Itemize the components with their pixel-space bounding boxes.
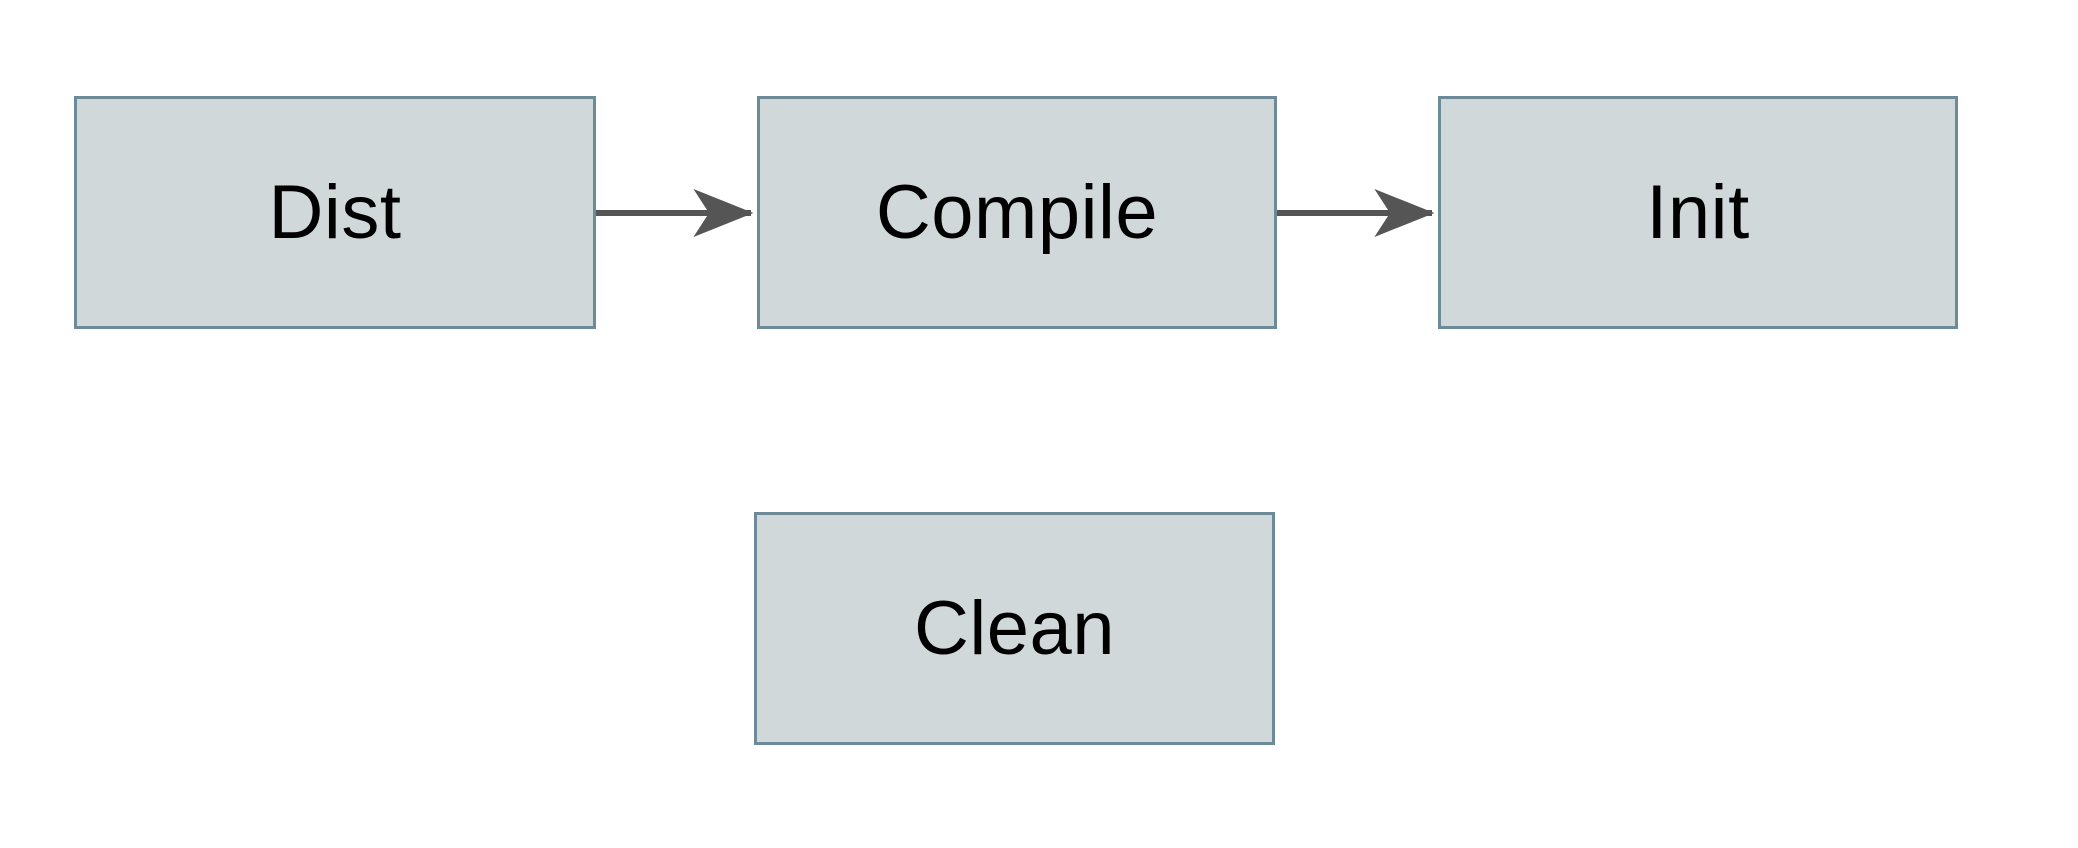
node-dist-label: Dist — [268, 169, 402, 255]
node-init-label: Init — [1646, 169, 1750, 255]
node-compile[interactable]: Compile — [757, 96, 1277, 329]
node-init[interactable]: Init — [1438, 96, 1958, 329]
node-clean[interactable]: Clean — [754, 512, 1275, 745]
node-dist[interactable]: Dist — [74, 96, 596, 329]
node-clean-label: Clean — [913, 585, 1116, 671]
node-compile-label: Compile — [875, 169, 1159, 255]
